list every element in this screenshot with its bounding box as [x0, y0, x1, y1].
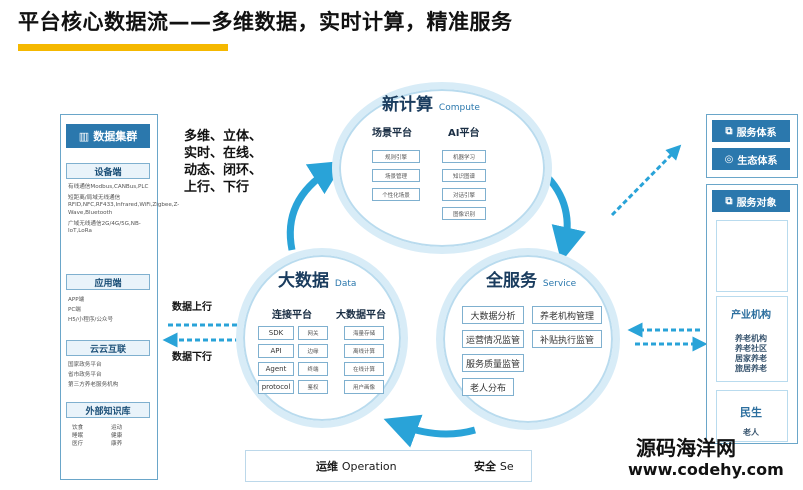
storage-item: 海量存储 [344, 326, 384, 340]
service-target-header: ⧉ 服务对象 [712, 190, 790, 212]
globe-icon: ◎ [724, 153, 734, 165]
knowledge-grid: 饮食 运动 睡眠 健康 医疗 康养 [72, 425, 123, 447]
kg-item: 知识图谱 [442, 169, 486, 182]
persona-item: 用户画像 [344, 380, 384, 394]
security-label: 安全 Se [474, 460, 514, 473]
target-icon: ⧉ [725, 195, 733, 207]
offline-item: 离线计算 [344, 344, 384, 358]
ml-item: 机器学习 [442, 150, 486, 163]
rule-engine-item: 规则引擎 [372, 150, 420, 163]
section-knowledge: 外部知识库 [66, 402, 150, 418]
section-cloud: 云云互联 [66, 340, 150, 356]
watermark-url: www.codehy.com [628, 460, 784, 479]
agent-item: Agent [258, 362, 294, 376]
cycle-arrow-bottom [383, 414, 476, 448]
sdk-item: SDK [258, 326, 294, 340]
cloud-text: 国家政务平台 省市政务平台 第三方养老服务机构 [68, 362, 119, 389]
data-down-label: 数据下行 [172, 352, 212, 363]
section-device: 设备端 [66, 163, 150, 179]
service-system-button[interactable]: ⧉ 服务体系 [712, 120, 790, 142]
compute-circle [332, 82, 552, 254]
quality-supervise-item: 服务质量监管 [462, 354, 524, 372]
compute-title: 新计算 Compute [382, 95, 480, 115]
elder-org-manage-item: 养老机构管理 [532, 306, 602, 324]
data-cluster-header: ▥ 数据集群 [66, 124, 150, 148]
page-title: 平台核心数据流——多维数据，实时计算，精准服务 [18, 10, 513, 34]
service-title: 全服务 Service [486, 271, 577, 291]
elder-distribution-item: 老人分布 [462, 378, 514, 396]
scene-platform-heading: 场景平台 [372, 128, 412, 139]
cycle-arrow-top-left [286, 160, 345, 251]
subsidy-supervise-item: 补贴执行监管 [532, 330, 602, 348]
dialog-item: 对话引擎 [442, 188, 486, 201]
terminal-item: 终端 [298, 362, 328, 376]
industry-box [716, 296, 788, 382]
multi-dimension-text: 多维、立体、 实时、在线、 动态、闭环、 上行、下行 [184, 129, 263, 195]
device-text: 有线通信Modbus,CANBus,PLC 短距离/局域无线通信RFID,NFC… [68, 184, 180, 235]
ecosystem-button[interactable]: ◎ 生态体系 [712, 148, 790, 170]
scene-manage-item: 场景管理 [372, 169, 420, 182]
image-rec-item: 图像识别 [442, 207, 486, 220]
connect-platform-heading: 连接平台 [272, 310, 312, 321]
watermark-name: 源码海洋网 [636, 436, 736, 460]
people-box [716, 390, 788, 442]
edge-item: 边缘 [298, 344, 328, 358]
ops-supervise-item: 运营情况监管 [462, 330, 524, 348]
protocol-item: protocol [258, 380, 294, 394]
auth-item: 鉴权 [298, 380, 328, 394]
section-app: 应用端 [66, 274, 150, 290]
title-underline [18, 44, 228, 51]
data-up-label: 数据上行 [172, 302, 212, 313]
bottom-bar [245, 450, 532, 482]
industry-title: 产业机构 [731, 310, 771, 321]
server-icon: ▥ [78, 129, 90, 143]
target-placeholder [716, 220, 788, 292]
custom-scene-item: 个性化场景 [372, 188, 420, 201]
service-arrow-upper [610, 144, 682, 217]
gateway-item: 网关 [298, 326, 328, 340]
people-list: 老人 [743, 428, 759, 437]
online-item: 在线计算 [344, 362, 384, 376]
bigdata-title: 大数据 Data [278, 271, 357, 291]
ai-platform-heading: AI平台 [448, 128, 480, 139]
layers-icon: ⧉ [725, 125, 733, 137]
bigdata-platform-heading: 大数据平台 [336, 310, 386, 321]
app-text: APP端 PC端 H5/小程序/公众号 [68, 297, 114, 324]
people-title: 民生 [740, 406, 762, 419]
api-item: API [258, 344, 294, 358]
operation-label: 运维 Operation [316, 460, 397, 473]
industry-list: 养老机构 养老社区 居家养老 旅居养老 [735, 334, 767, 373]
bigdata-analysis-item: 大数据分析 [462, 306, 524, 324]
